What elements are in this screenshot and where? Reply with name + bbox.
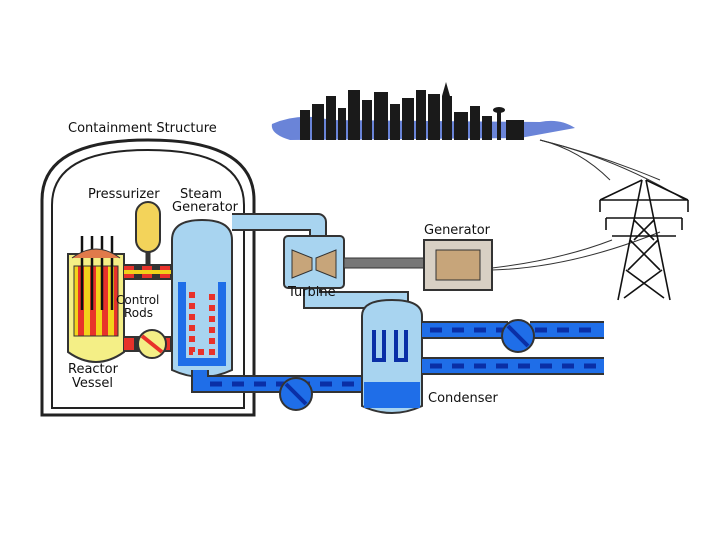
steam-generator-label-line2: Generator [172,200,239,215]
pressurizer [135,201,161,268]
steam-generator-label-line1: Steam [180,187,222,202]
city-skyline [271,82,575,140]
condenser [361,298,423,414]
generator-label: Generator [424,223,491,238]
turbine [283,235,435,289]
condenser-label: Condenser [428,391,499,406]
cooling-loop [422,319,604,375]
reactor-vessel-label-line1: Reactor [68,362,119,377]
transmission-tower [599,179,689,301]
control-rods-label-line1: Control [116,293,159,307]
control-rods-label-line2: Rods [124,306,153,320]
pressurizer-label: Pressurizer [88,187,160,202]
containment-structure [40,138,256,417]
turbine-label: Turbine [287,285,336,300]
containment-structure-label: Containment Structure [68,121,217,136]
steam-generator [171,218,233,378]
reactor-vessel [67,236,125,363]
power-lines [491,139,686,271]
feedwater-loop [191,370,389,411]
generator [423,239,493,291]
reactor-vessel-label-line2: Vessel [72,376,113,391]
